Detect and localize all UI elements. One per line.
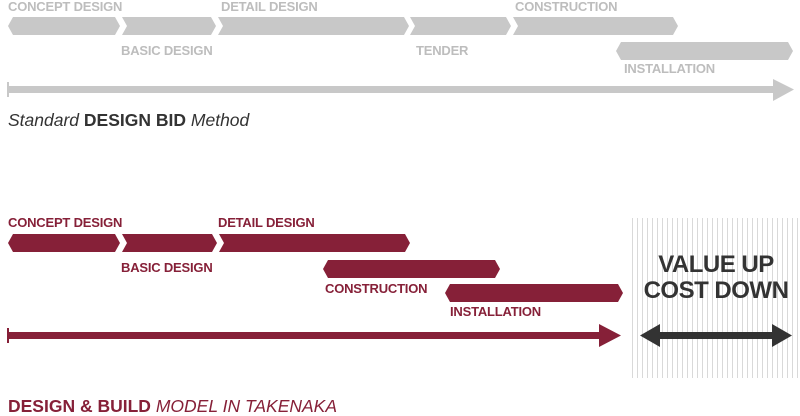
- standard-installation-bar: [616, 42, 793, 60]
- takenaka-label-basic-design: BASIC DESIGN: [121, 260, 213, 275]
- standard-caption-bold: DESIGN BID: [83, 110, 187, 130]
- standard-detail-design-bar: [218, 17, 409, 35]
- benefit-striped-panel: [632, 218, 800, 378]
- standard-label-concept-design: CONCEPT DESIGN: [8, 0, 123, 14]
- benefit-text: VALUE UP COST DOWN: [632, 252, 800, 304]
- standard-timeline-arrow: [7, 79, 794, 101]
- standard-label-tender: TENDER: [416, 43, 469, 58]
- takenaka-basic-design-bar: [122, 234, 217, 252]
- benefit-line-value-up: VALUE UP: [658, 251, 774, 278]
- benefit-line-cost-down: COST DOWN: [643, 277, 789, 304]
- takenaka-label-installation: INSTALLATION: [450, 304, 541, 319]
- takenaka-label-construction: CONSTRUCTION: [325, 281, 428, 296]
- standard-caption-suffix: Method: [190, 110, 250, 130]
- standard-construction-bar: [513, 17, 678, 35]
- standard-label-detail-design: DETAIL DESIGN: [221, 0, 318, 14]
- takenaka-timeline-arrow: [7, 324, 621, 347]
- standard-caption-prefix: Standard: [8, 110, 80, 130]
- takenaka-concept-design-bar: [8, 234, 120, 252]
- standard-label-construction: CONSTRUCTION: [515, 0, 618, 14]
- standard-basic-design-bar: [122, 17, 216, 35]
- standard-phase-bars: [8, 17, 793, 60]
- takenaka-caption-bold: DESIGN & BUILD: [8, 396, 151, 416]
- takenaka-model-caption: DESIGN & BUILD MODEL IN TAKENAKA: [8, 396, 337, 416]
- takenaka-phase-bars: [8, 234, 623, 302]
- standard-label-basic-design: BASIC DESIGN: [121, 43, 213, 58]
- standard-label-installation: INSTALLATION: [624, 61, 715, 76]
- takenaka-installation-bar: [445, 284, 623, 302]
- standard-method-caption: Standard DESIGN BID Method: [8, 110, 249, 130]
- takenaka-label-detail-design: DETAIL DESIGN: [218, 215, 315, 230]
- standard-tender-bar: [410, 17, 511, 35]
- takenaka-detail-design-bar: [219, 234, 410, 252]
- standard-concept-design-bar: [8, 17, 120, 35]
- takenaka-construction-bar: [323, 260, 500, 278]
- takenaka-label-concept-design: CONCEPT DESIGN: [8, 215, 123, 230]
- value-double-arrow: [640, 324, 792, 347]
- takenaka-caption-suffix: MODEL IN TAKENAKA: [155, 396, 338, 416]
